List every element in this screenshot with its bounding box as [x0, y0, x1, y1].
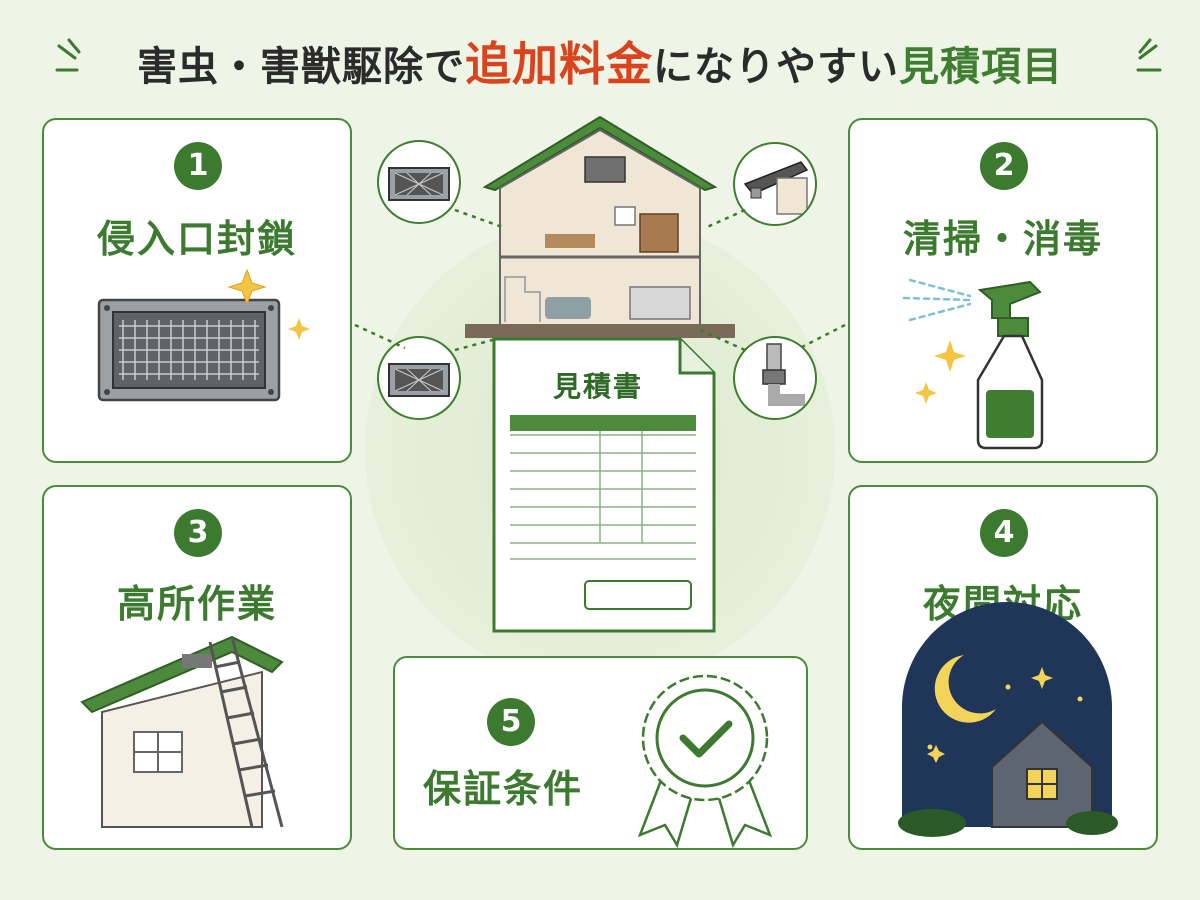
title-highlight-green: 見積項目	[899, 44, 1063, 90]
eaves-gutter-icon	[743, 161, 809, 215]
vent-attic-inset	[377, 140, 461, 224]
title-part-1: 害虫・害獣駆除で	[137, 44, 465, 90]
title-highlight-red: 追加料金	[465, 37, 653, 91]
title-accent-right-icon	[1136, 38, 1162, 72]
gutter-inset	[733, 142, 817, 226]
pipe-mesh-icon	[762, 343, 805, 406]
item-number-badge: 1	[174, 142, 222, 190]
night-house-icon	[898, 602, 1118, 837]
item-label: 高所作業	[116, 582, 277, 626]
card-night-service: 4 夜間対応	[848, 485, 1158, 850]
item-number-badge: 5	[487, 698, 535, 746]
item-label: 保証条件	[423, 767, 584, 811]
spray-bottle-icon	[902, 278, 1044, 450]
certificate-badge-icon	[637, 674, 773, 849]
estimate-document-icon	[492, 337, 716, 633]
card-warranty-terms: 5 保証条件	[393, 656, 808, 850]
vent-grille-small-icon	[388, 363, 450, 397]
vent-grille-small-icon	[388, 167, 450, 201]
pipe-inset	[733, 336, 817, 420]
house-cross-section-icon	[465, 115, 735, 338]
vent-grille-icon	[97, 268, 310, 402]
title-part-3: になりやすい	[653, 44, 899, 90]
ladder-house-icon	[80, 635, 284, 828]
card-high-place-work: 3 高所作業	[42, 485, 352, 850]
card-entry-sealing: 1 侵入口封鎖	[42, 118, 352, 463]
title-accent-left-icon	[55, 38, 81, 72]
item-number-badge: 3	[174, 509, 222, 557]
item-label: 侵入口封鎖	[96, 217, 297, 261]
vent-foundation-inset	[377, 336, 461, 420]
item-label: 清掃・消毒	[902, 217, 1103, 261]
item-number-badge: 2	[980, 142, 1028, 190]
item-number-badge: 4	[980, 509, 1028, 557]
card-cleaning-disinfection: 2 清掃・消毒	[848, 118, 1158, 463]
document-title: 見積書	[553, 370, 644, 403]
page-title: 害虫・害獣駆除で追加料金になりやすい見積項目	[0, 28, 1200, 94]
